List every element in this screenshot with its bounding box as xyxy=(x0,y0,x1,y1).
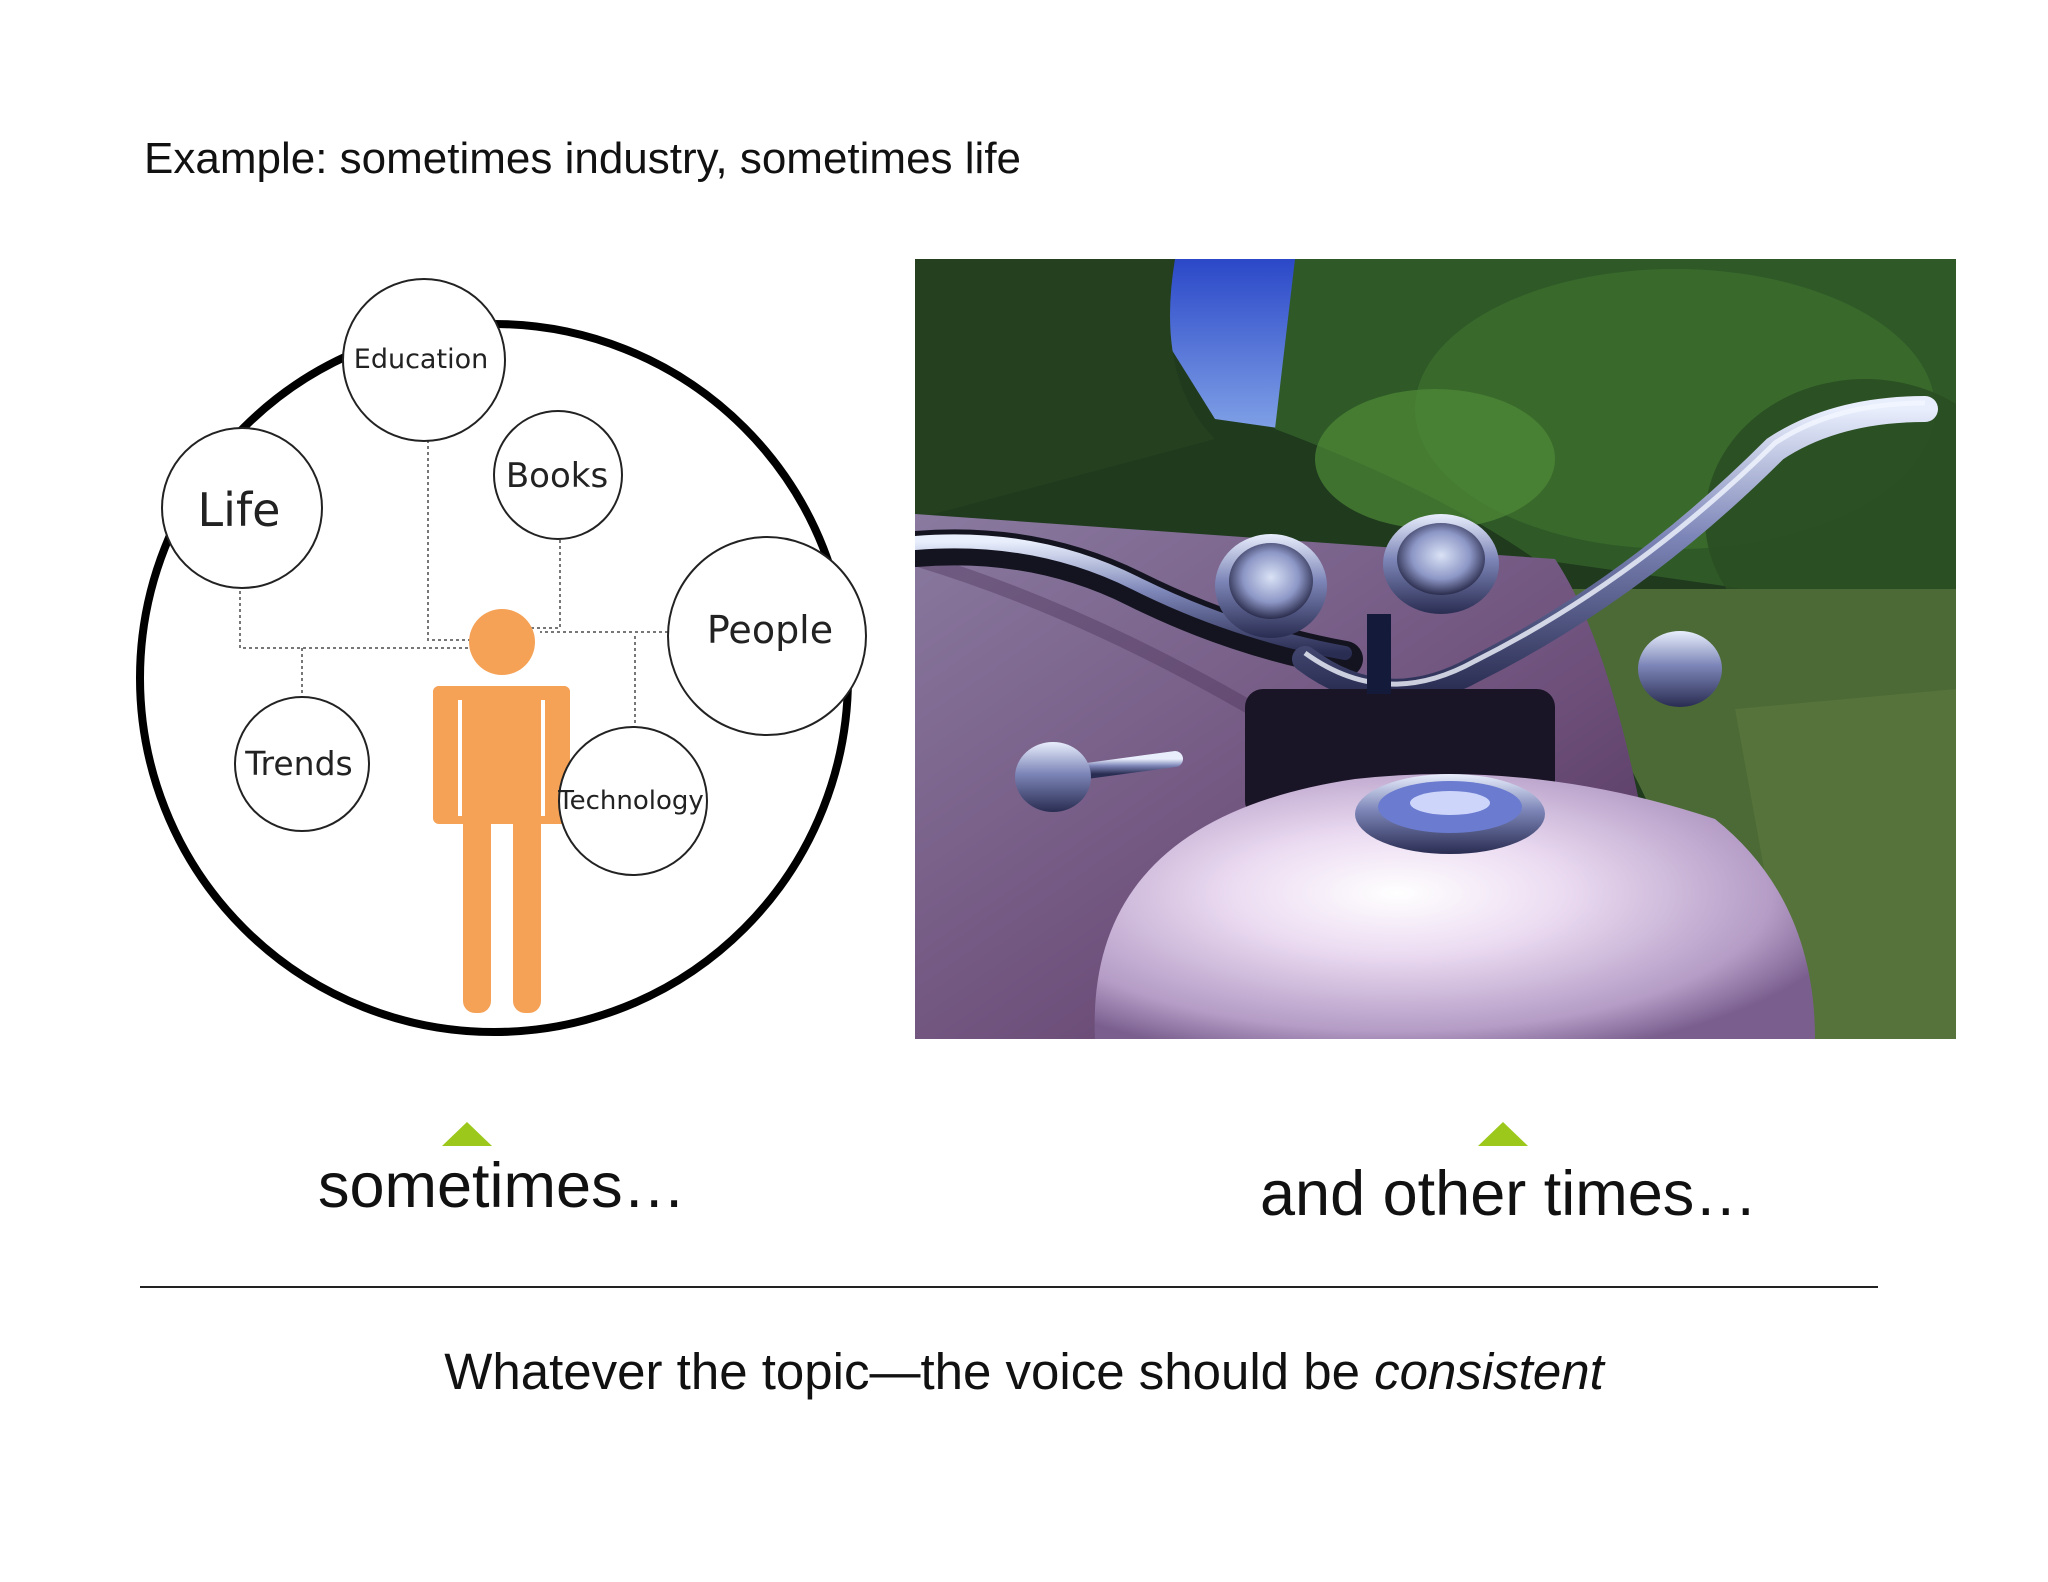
outer-ring xyxy=(136,320,852,1036)
bubble-books: Books xyxy=(493,410,623,540)
connector-lines xyxy=(239,440,668,726)
bubble-education: Education xyxy=(342,278,506,442)
footer-emphasis: consistent xyxy=(1374,1343,1604,1400)
footer-statement: Whatever the topic—the voice should be c… xyxy=(0,1342,2048,1401)
bubble-technology-label: Technology xyxy=(557,786,704,816)
bubble-trends-label: Trends xyxy=(244,744,353,783)
bubble-life: Life xyxy=(161,427,323,589)
bubble-education-label: Education xyxy=(354,344,488,375)
bubble-life-label: Life xyxy=(198,483,281,537)
footer-text: Whatever the topic—the voice should be xyxy=(444,1343,1375,1400)
caption-sometimes: sometimes… xyxy=(318,1151,686,1221)
person-body xyxy=(433,686,570,824)
caption-left-triangle-icon xyxy=(442,1122,492,1146)
caption-other-times: and other times… xyxy=(1260,1159,1758,1229)
person-arm-right xyxy=(540,686,570,816)
bubble-books-label: Books xyxy=(506,456,608,496)
bubble-trends: Trends xyxy=(234,696,370,832)
person-head xyxy=(469,609,535,675)
slide-heading: Example: sometimes industry, sometimes l… xyxy=(144,134,1022,183)
person-arm-left xyxy=(433,686,463,816)
person-leg-left xyxy=(463,810,491,1013)
divider-line xyxy=(140,1286,1878,1288)
caption-right-triangle-icon xyxy=(1478,1122,1528,1146)
bubble-people: People xyxy=(667,536,867,736)
bubble-technology: Technology xyxy=(557,726,708,876)
person-figure xyxy=(433,609,570,1013)
motorcycle-photo xyxy=(915,259,1956,1039)
bubble-people-label: People xyxy=(707,608,833,652)
person-leg-right xyxy=(513,810,541,1013)
